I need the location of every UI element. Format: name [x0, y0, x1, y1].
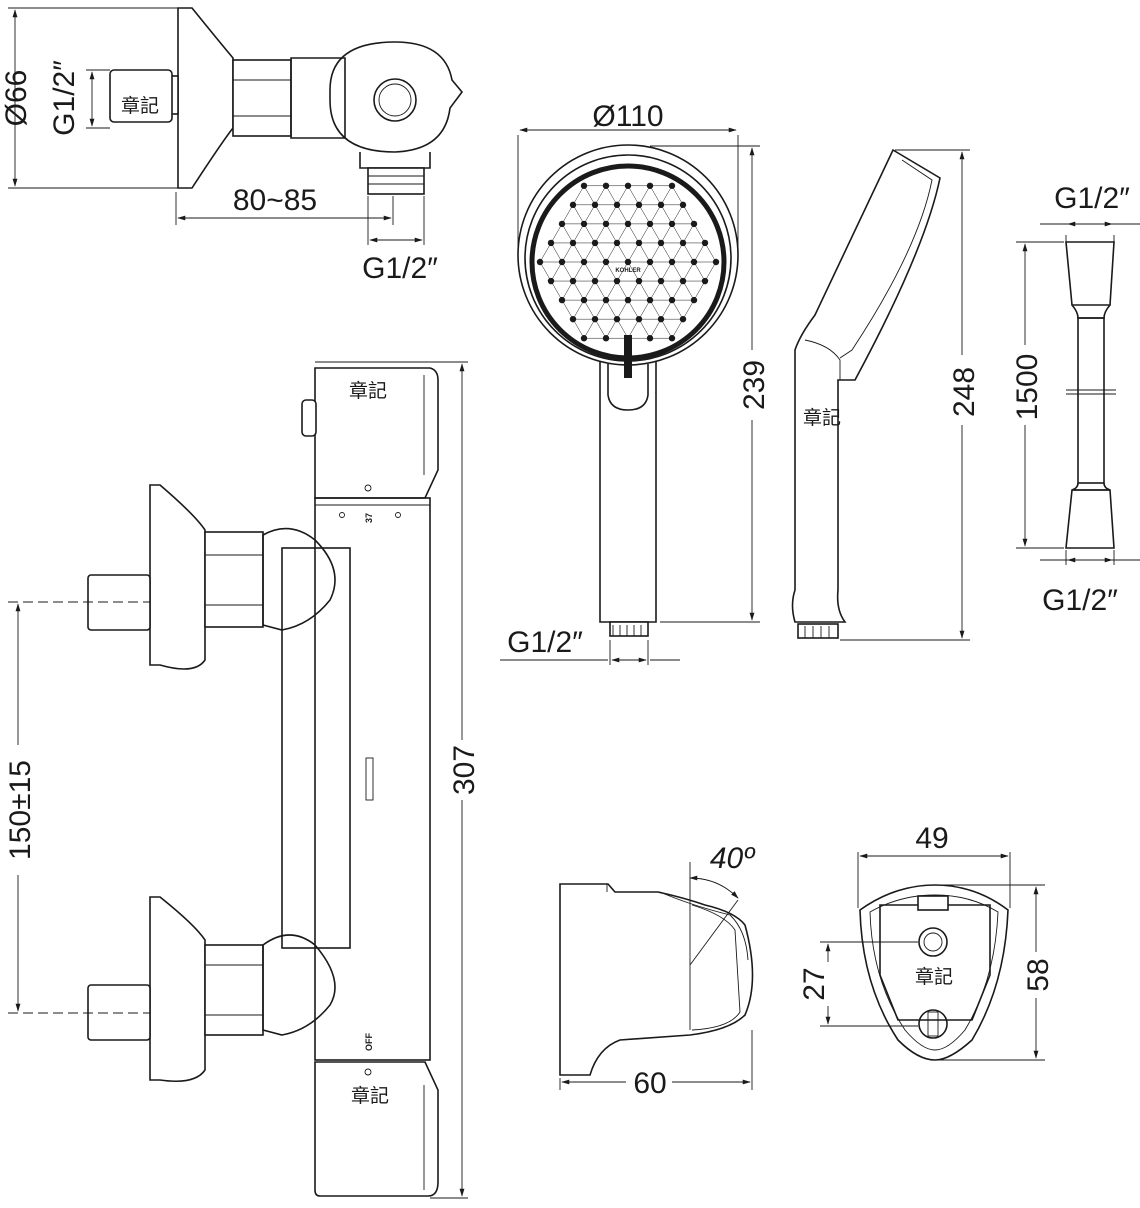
dim-handshower-side-length: 248: [948, 367, 981, 417]
dim-handshower-length: 239: [738, 360, 771, 410]
nozzle-dot: [558, 220, 566, 228]
nozzle-dot: [547, 277, 555, 285]
nozzle-dot: [668, 220, 676, 228]
nozzle-dot: [602, 335, 610, 342]
nozzle-dot: [613, 277, 621, 285]
holder-front-view: 章記 49 58 27: [798, 822, 1055, 1061]
nozzle-dot: [701, 277, 709, 285]
brand-logo: KOHLER: [615, 268, 641, 274]
mixer-top-view: Ø66 G1/2″ 章記 80~85 G1/2″: [0, 7, 464, 285]
nozzle-dot: [668, 296, 676, 304]
nozzle-dot: [646, 296, 654, 304]
nozzle-dot: [624, 220, 632, 228]
nozzle-dot: [646, 220, 654, 228]
nozzle-dot: [668, 335, 676, 342]
nozzle-dot: [602, 220, 610, 228]
stamp-mark-bottom-handle: 章記: [351, 1085, 389, 1107]
nozzle-dot: [646, 335, 654, 342]
nozzle-dot: [591, 201, 599, 209]
nozzle-dot: [668, 258, 676, 266]
stamp-mark-side: 章記: [803, 407, 841, 429]
nozzle-dot: [624, 258, 632, 266]
nozzle-dot: [690, 296, 698, 304]
stamp-mark-top: 章記: [121, 95, 159, 117]
handshower-side-view: 章記 248: [791, 148, 981, 641]
dim-hose-length: 1500: [1011, 354, 1044, 421]
dim-hose-top-thread: G1/2″: [1054, 182, 1130, 215]
nozzle-dot: [569, 315, 577, 323]
mixer-front-view: 章記 37 OFF 章記 150±: [4, 361, 481, 1199]
nozzle-dot: [690, 220, 698, 228]
nozzle-dot: [679, 239, 687, 247]
nozzle-dot: [580, 296, 588, 304]
nozzle-dot: [635, 277, 643, 285]
dim-handshower-diameter: Ø110: [592, 100, 663, 133]
dim-holder-height: 58: [1022, 958, 1055, 991]
nozzle-dot: [569, 201, 577, 209]
nozzle-dot: [591, 315, 599, 323]
dim-holder-angle: 40º: [710, 842, 756, 875]
nozzle-dot: [591, 277, 599, 285]
nozzle-dot: [679, 201, 687, 209]
stamp-mark-top-handle: 章記: [349, 380, 387, 402]
nozzle-dot: [690, 258, 698, 266]
off-indicator: OFF: [364, 1033, 374, 1051]
nozzle-dot: [580, 335, 588, 342]
dim-handshower-thread: G1/2″: [507, 626, 583, 659]
nozzle-dot: [580, 182, 588, 189]
nozzle-dot: [613, 239, 621, 247]
nozzle-dot: [635, 201, 643, 209]
nozzle-dot: [657, 277, 665, 285]
nozzle-dot: [613, 201, 621, 209]
nozzle-dot: [646, 182, 654, 189]
nozzle-dot: [657, 239, 665, 247]
hose-view: G1/2″ 1500 G1/2″: [1010, 182, 1140, 617]
dim-outlet-thread-top: G1/2″: [362, 252, 438, 285]
stamp-mark-holder: 章記: [915, 966, 953, 988]
nozzle-dot: [536, 258, 544, 266]
nozzle-dot: [558, 258, 566, 266]
nozzle-dot: [580, 258, 588, 266]
nozzle-dot: [657, 315, 665, 323]
holder-side-view: 40º 60: [559, 842, 756, 1100]
nozzle-dot: [701, 239, 709, 247]
nozzle-dot: [558, 296, 566, 304]
dim-flange-diameter: Ø66: [0, 70, 33, 127]
temp-indicator-37: 37: [364, 513, 374, 523]
handshower-front-view: KOHLER Ø110 239 G1/2″: [500, 100, 771, 665]
dim-wall-distance: 80~85: [233, 184, 317, 217]
nozzle-dot: [547, 239, 555, 247]
nozzle-dot: [591, 239, 599, 247]
nozzle-dot: [602, 182, 610, 189]
nozzle-dot: [646, 258, 654, 266]
nozzle-dot: [624, 296, 632, 304]
nozzle-dot: [580, 220, 588, 228]
nozzle-dot: [624, 182, 632, 189]
nozzle-dot: [668, 182, 676, 189]
nozzle-dot: [602, 296, 610, 304]
dim-holder-width: 49: [915, 822, 948, 855]
dim-holder-hole-spacing: 27: [798, 967, 831, 1000]
dim-hose-bottom-thread: G1/2″: [1042, 584, 1118, 617]
nozzle-dot: [613, 315, 621, 323]
nozzle-dot: [569, 239, 577, 247]
dim-body-height: 307: [448, 745, 481, 795]
nozzle-dot: [657, 201, 665, 209]
nozzle-pattern: [536, 182, 720, 342]
nozzle-dot: [602, 258, 610, 266]
nozzle-dot: [679, 315, 687, 323]
dim-holder-depth: 60: [633, 1067, 666, 1100]
dim-inlet-spacing: 150±15: [4, 760, 37, 860]
nozzle-dot: [679, 277, 687, 285]
dim-inlet-thread-top: G1/2″: [48, 60, 81, 136]
nozzle-dot: [569, 277, 577, 285]
nozzle-dot: [635, 239, 643, 247]
nozzle-dot: [635, 315, 643, 323]
nozzle-dot: [712, 258, 720, 266]
